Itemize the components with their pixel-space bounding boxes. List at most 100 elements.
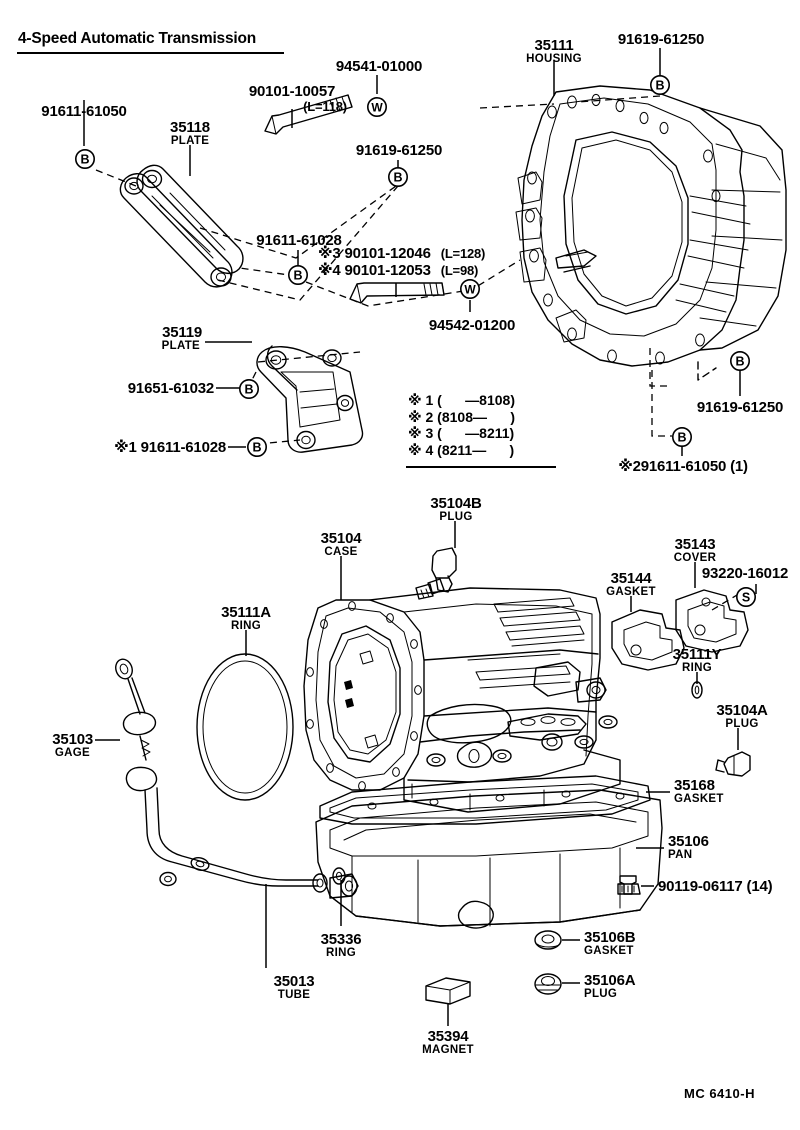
leader-94541 xyxy=(479,103,555,109)
part-35111A-ring xyxy=(196,653,294,801)
label-91619-61250-a: 91619-61250 xyxy=(355,142,443,159)
legend-row-1: ※ 1 ( —8108) xyxy=(408,392,515,408)
marker-B-91611-61028-m1 xyxy=(247,436,268,458)
label-94541-01000: 94541-01000 xyxy=(335,58,423,75)
label-91619-61250-c: 91619-61250 xyxy=(696,399,784,416)
part-35013-tube xyxy=(125,766,328,893)
label-35106B: 35106B xyxy=(584,929,636,946)
label-35104-sub: CASE xyxy=(324,546,358,558)
label-90119-06117: 90119-06117 (14) xyxy=(658,878,773,895)
label-90101-12053: ※4 90101-12053 (L=98) xyxy=(318,263,478,278)
footer-code: MC 6410-H xyxy=(684,1086,755,1101)
title-underline xyxy=(17,52,284,54)
leader-91619-c xyxy=(649,348,672,387)
label-35104: 35104 xyxy=(320,530,362,547)
label-93220-16012: 93220-16012 xyxy=(701,565,789,582)
label-94542-01200: 94542-01200 xyxy=(428,317,516,334)
marker-B-91611-61050-m2 xyxy=(671,426,693,448)
part-35103-gage xyxy=(115,658,157,761)
part-35106-pan xyxy=(315,789,663,929)
label-35119: 35119 xyxy=(162,324,202,341)
label-35104B-sub: PLUG xyxy=(439,511,473,523)
label-91619-61250-b: 91619-61250 xyxy=(617,31,705,48)
label-35168: 35168 xyxy=(674,777,715,794)
label-35104A: 35104A xyxy=(716,702,768,719)
label-91611-61028-m1: ※1 91611-61028 xyxy=(114,439,226,456)
label-90101-12046-length: (L=128) xyxy=(440,246,486,261)
label-35144: 35144 xyxy=(610,570,652,587)
part-35111-housing xyxy=(515,85,787,367)
marker-B-91619-61250-c xyxy=(729,350,751,372)
label-35103: 35103 xyxy=(52,731,93,748)
part-35104-case xyxy=(303,587,621,813)
label-91611-61050-m2: ※291611-61050 (1) xyxy=(618,458,748,475)
marker-W-94542-01200 xyxy=(459,278,481,300)
label-35111-sub: HOUSING xyxy=(526,53,582,65)
part-35111Y-ring xyxy=(691,681,703,699)
label-35106B-sub: GASKET xyxy=(584,945,634,957)
part-35144-gasket xyxy=(611,609,685,671)
part-35104B-plug xyxy=(415,547,457,600)
label-35103-sub: GAGE xyxy=(54,747,90,759)
part-35394-magnet xyxy=(425,977,471,1005)
part-35119-plate xyxy=(256,345,364,453)
marker-W-94541-01000 xyxy=(366,97,388,117)
label-35118: 35118 xyxy=(170,119,210,136)
legend-row-2: ※ 2 (8108— ) xyxy=(408,408,515,425)
leader-91619-b xyxy=(577,95,661,103)
part-35143-cover xyxy=(675,589,749,653)
label-90101-12046-num: ※3 90101-12046 xyxy=(318,245,431,262)
label-90101-10057-length: (L=118) xyxy=(303,99,347,114)
label-91611-61028: 91611-61028 xyxy=(256,232,342,249)
leader-91611-61050 xyxy=(95,169,137,187)
part-35168-gasket xyxy=(319,775,651,825)
page-title: 4-Speed Automatic Transmission xyxy=(18,30,257,47)
leader-35119 xyxy=(257,351,361,363)
part-35118-plate xyxy=(119,164,244,288)
label-35013: 35013 xyxy=(273,973,315,990)
part-90101-12046-bolt xyxy=(349,282,445,304)
label-35111Y: 35111Y xyxy=(672,646,722,663)
label-90101-12053-num: ※4 90101-12053 xyxy=(318,262,431,279)
label-35144-sub: GASKET xyxy=(606,586,656,598)
label-35168-sub: GASKET xyxy=(674,793,724,805)
label-35118-sub: PLATE xyxy=(170,135,210,147)
leader-91611-61050-m2 xyxy=(651,370,672,437)
label-35106A-sub: PLUG xyxy=(584,988,618,1000)
legend-row-4: ※ 4 (8211— ) xyxy=(408,441,515,458)
label-90101-10057: 90101-10057 xyxy=(248,83,336,100)
marker-B-91611-61050 xyxy=(75,149,95,169)
label-35013-sub: TUBE xyxy=(277,989,311,1001)
label-35111Y-sub: RING xyxy=(682,662,712,674)
part-90101-10057-bolt xyxy=(264,94,353,135)
leader-94542 xyxy=(305,281,471,307)
label-35336: 35336 xyxy=(320,931,362,948)
leader-91619-61250-a2 xyxy=(217,185,399,301)
label-35106: 35106 xyxy=(668,833,709,850)
label-35119-sub: PLATE xyxy=(161,340,200,352)
marker-B-91619-61250-b xyxy=(649,75,671,95)
label-91611-61050: 91611-61050 xyxy=(41,103,127,120)
label-35143: 35143 xyxy=(674,536,716,553)
label-35106A: 35106A xyxy=(584,972,636,989)
part-35106B-gasket xyxy=(534,930,562,950)
label-35111: 35111 xyxy=(534,37,574,54)
marker-B-91651-61032 xyxy=(239,378,260,400)
label-35104A-sub: PLUG xyxy=(725,718,759,730)
label-35394-sub: MAGNET xyxy=(422,1044,474,1056)
part-90119-06117-bolt xyxy=(617,875,641,895)
label-35111A-sub: RING xyxy=(231,620,261,632)
legend-row-3: ※ 3 ( —8211) xyxy=(408,425,515,441)
legend-underline xyxy=(406,466,556,468)
label-35104B: 35104B xyxy=(430,495,482,512)
label-35106-sub: PAN xyxy=(668,849,693,861)
part-35104A-plug xyxy=(715,751,751,777)
label-90101-12053-length: (L=98) xyxy=(440,263,479,278)
label-35143-sub: COVER xyxy=(673,552,717,564)
marker-B-91619-61250-a xyxy=(387,167,409,187)
leader-91619-61250-a xyxy=(199,185,397,259)
label-91651-61032: 91651-61032 xyxy=(127,380,214,397)
marker-B-91611-61028 xyxy=(287,264,309,286)
leader-91611-61028 xyxy=(239,267,297,277)
